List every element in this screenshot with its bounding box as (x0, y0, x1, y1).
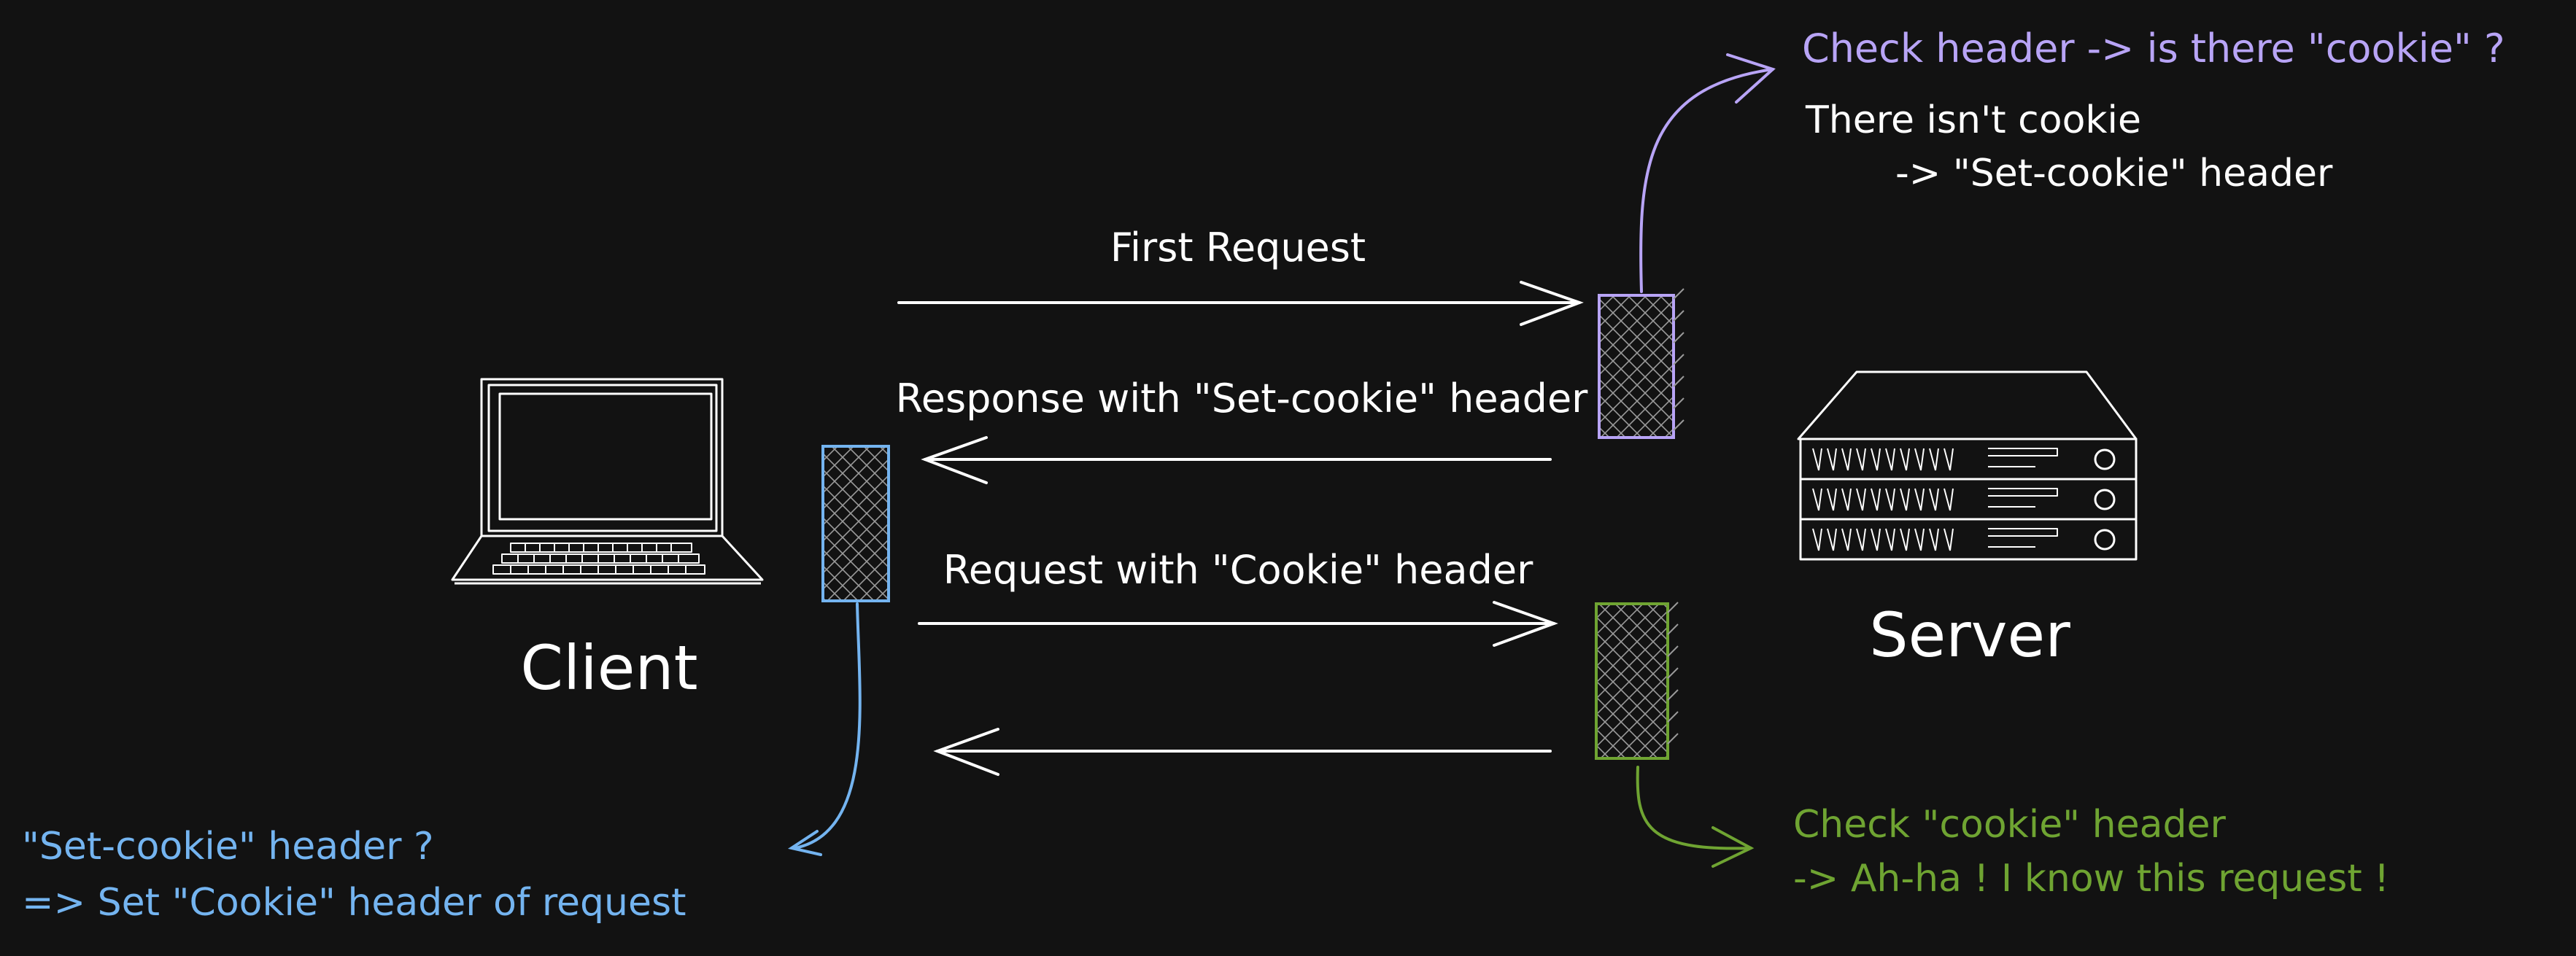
server-second-note-line-2: -> Ah-ha ! I know this request ! (1793, 857, 2389, 901)
server-first-check-note: Check header -> is there "cookie" ? (1802, 26, 2505, 71)
laptop-icon (451, 378, 764, 585)
client-note-arrow (787, 602, 862, 856)
message-arrow-2 (921, 436, 1552, 484)
server-activation-bar-second (1595, 602, 1679, 760)
client-note-line-1: "Set-cookie" header ? (22, 825, 434, 868)
message-label-2: Response with "Set-cookie" header (896, 376, 1589, 421)
message-label-3: Request with "Cookie" header (943, 547, 1533, 593)
server-rack-icon (1797, 370, 2138, 561)
message-label-1: First Request (1110, 225, 1366, 271)
client-label: Client (520, 632, 697, 704)
server-first-result-line-1: There isn't cookie (1805, 98, 2141, 142)
message-arrow-4 (933, 728, 1552, 776)
server-label: Server (1869, 599, 2070, 671)
server-first-result-line-2: -> "Set-cookie" header (1895, 152, 2333, 195)
client-note-line-2: => Set "Cookie" header of request (22, 881, 686, 925)
message-arrow-3 (918, 601, 1558, 647)
server-second-note-line-1: Check "cookie" header (1793, 803, 2226, 847)
server-second-note-arrow (1636, 766, 1755, 868)
server-activation-bar-first (1598, 288, 1685, 439)
client-activation-bar (821, 445, 890, 602)
message-arrow-1 (897, 281, 1584, 326)
server-first-note-arrow (1639, 53, 1776, 293)
